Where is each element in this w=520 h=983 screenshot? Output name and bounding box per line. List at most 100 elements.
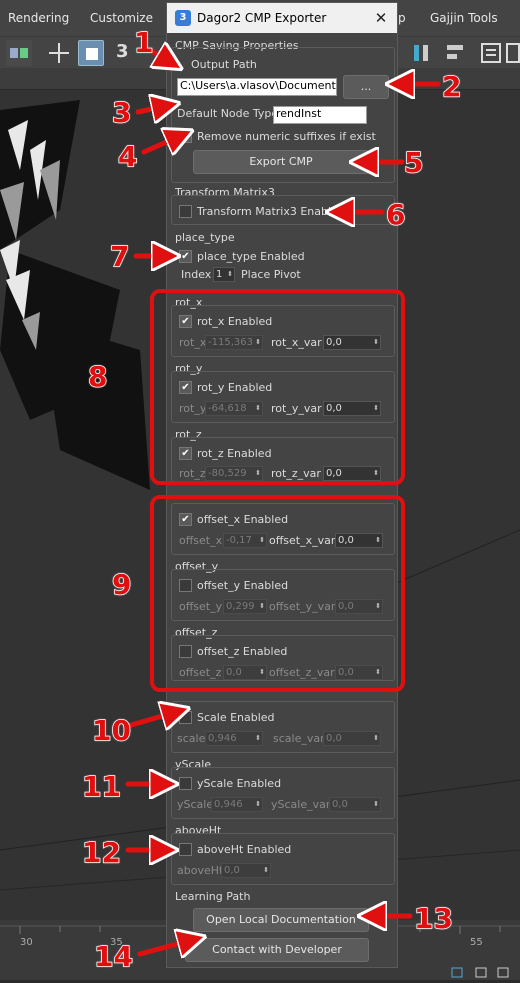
rot-x-field-label: rot_x — [179, 336, 207, 349]
highlight-box-offset — [150, 495, 405, 692]
scene-geometry — [0, 100, 520, 891]
spinner-arrow-icon[interactable]: ⬍ — [259, 668, 265, 676]
offset-y-var-spinner[interactable]: 0,0⬍ — [335, 599, 383, 614]
spinner-arrow-icon[interactable]: ⬍ — [373, 800, 379, 808]
scale-field-label: scale — [177, 732, 206, 745]
node-type-input[interactable]: rendInst — [273, 106, 367, 124]
offset-y-spinner[interactable]: 0,299⬍ — [223, 599, 267, 614]
spinner-arrow-icon[interactable]: ⬍ — [259, 536, 265, 544]
place-type-checkbox[interactable]: ✔ — [179, 250, 192, 263]
transform-enabled-label: Transform Matrix3 Enabled — [197, 205, 345, 218]
rot-y-var-spinner[interactable]: 0,0 ⬍ — [323, 401, 381, 416]
spinner-arrow-icon[interactable]: ⬍ — [263, 866, 269, 874]
default-node-type-label: Default Node Type — [177, 107, 279, 120]
cmp-group-title: CMP Saving Properties — [175, 39, 299, 52]
aboveht-spinner[interactable]: 0,0⬍ — [221, 863, 271, 878]
spinner-arrow-icon[interactable]: ⬍ — [373, 469, 379, 477]
annotation-number: 5 — [403, 145, 424, 180]
offset-z-spinner[interactable]: 0,0⬍ — [223, 665, 267, 680]
layer-list-icon[interactable] — [478, 40, 504, 66]
scale-checkbox[interactable] — [179, 711, 192, 724]
annotation-number: 4 — [117, 139, 138, 174]
aboveht-checkbox[interactable] — [179, 843, 192, 856]
spinner-arrow-icon[interactable]: ⬍ — [255, 338, 261, 346]
offset-x-group — [171, 503, 395, 555]
place-pivot-label: Place Pivot — [241, 268, 301, 281]
table-icon[interactable] — [506, 40, 520, 66]
spinner-arrow-icon[interactable]: ⬍ — [259, 602, 265, 610]
rot-y-enabled-label: rot_y Enabled — [197, 381, 273, 394]
move-icon[interactable] — [46, 40, 72, 66]
mirror-icon[interactable] — [408, 40, 434, 66]
spinner-arrow-icon[interactable]: ⬍ — [373, 404, 379, 412]
index-spinner[interactable]: 1⬍ — [213, 267, 235, 282]
scale-var-label: scale_var — [273, 732, 325, 745]
rot-x-var-label: rot_x_var — [271, 336, 322, 349]
output-path-input[interactable]: C:\Users\a.vlasov\Documents\ — [177, 78, 337, 96]
place-type-group-title: place_type — [175, 231, 235, 244]
rot-z-spinner[interactable]: -80,529⬍ — [205, 466, 263, 481]
scale-enabled-label: Scale Enabled — [197, 711, 275, 724]
rot-y-spinner[interactable]: -64,618⬍ — [205, 401, 263, 416]
transform-group — [171, 195, 395, 225]
rot-x-spinner[interactable]: -115,363⬍ — [205, 335, 263, 350]
playback-controls[interactable] — [450, 966, 510, 978]
offset-z-var-spinner[interactable]: 0,0 ⬍ — [335, 665, 383, 680]
spinner-arrow-icon[interactable]: ⬍ — [373, 338, 379, 346]
offset-x-spinner[interactable]: -0,17⬍ — [223, 533, 267, 548]
offset-x-checkbox[interactable]: ✔ — [179, 513, 192, 526]
cmp-exporter-dialog: 3 Dagor2 CMP Exporter ✕ CMP Saving Prope… — [166, 2, 398, 968]
rot-y-checkbox[interactable]: ✔ — [179, 381, 192, 394]
yscale-checkbox[interactable] — [179, 777, 192, 790]
menu-partial[interactable]: p — [398, 11, 406, 25]
offset-y-field-label: offset_y — [179, 600, 223, 613]
export-cmp-button[interactable]: Export CMP — [193, 150, 369, 174]
snap-3d-label[interactable]: 3 — [116, 41, 129, 62]
spinner-arrow-icon[interactable]: ⬍ — [375, 668, 381, 676]
spinner-arrow-icon[interactable]: ⬍ — [255, 469, 261, 477]
link-icon[interactable] — [6, 40, 32, 66]
menu-gajjin-tools[interactable]: Gajjin Tools — [430, 11, 498, 25]
menu-customize[interactable]: Customize — [90, 11, 153, 25]
spinner-arrow-icon[interactable]: ⬍ — [375, 536, 381, 544]
yscale-spinner[interactable]: 0,946⬍ — [211, 797, 263, 812]
offset-z-field-label: offset_z — [179, 666, 222, 679]
spinner-arrow-icon[interactable]: ⬍ — [255, 404, 261, 412]
place-type-enabled-label: place_type Enabled — [197, 250, 305, 263]
spinner-arrow-icon[interactable]: ⬍ — [255, 800, 261, 808]
offset-x-var-spinner[interactable]: 0,0⬍ — [335, 533, 383, 548]
contact-developer-button[interactable]: Contact with Developer — [185, 938, 369, 962]
scale-spinner[interactable]: 0,946⬍ — [205, 731, 263, 746]
rot-y-var-label: rot_y_var — [271, 402, 322, 415]
spinner-arrow-icon[interactable]: ⬍ — [373, 734, 379, 742]
annotation-number: 3 — [111, 95, 132, 130]
rot-x-checkbox[interactable]: ✔ — [179, 315, 192, 328]
rot-x-value: -115,363 — [208, 337, 253, 348]
index-value: 1 — [216, 269, 223, 280]
rot-z-checkbox[interactable]: ✔ — [179, 447, 192, 460]
offset-y-checkbox[interactable] — [179, 579, 192, 592]
yscale-enabled-label: yScale Enabled — [197, 777, 282, 790]
spinner-arrow-icon[interactable]: ⬍ — [227, 270, 233, 278]
align-icon[interactable] — [442, 40, 468, 66]
offset-z-var-value: 0,0 — [338, 667, 354, 678]
offset-z-checkbox[interactable] — [179, 645, 192, 658]
rot-z-var-spinner[interactable]: 0,0⬍ — [323, 466, 381, 481]
rot-x-var-spinner[interactable]: 0,0⬍ — [323, 335, 381, 350]
menu-rendering[interactable]: Rendering — [8, 11, 70, 25]
rot-x-group — [171, 305, 395, 357]
select-object-icon[interactable] — [78, 40, 104, 66]
offset-y-enabled-label: offset_y Enabled — [197, 579, 289, 592]
offset-z-enabled-label: offset_z Enabled — [197, 645, 288, 658]
dialog-titlebar[interactable]: 3 Dagor2 CMP Exporter ✕ — [167, 3, 397, 33]
transform-checkbox[interactable] — [179, 205, 192, 218]
scale-var-spinner[interactable]: 0,0⬍ — [323, 731, 381, 746]
spinner-arrow-icon[interactable]: ⬍ — [255, 734, 261, 742]
open-docs-button[interactable]: Open Local Documentation — [193, 908, 369, 932]
close-button[interactable]: ✕ — [374, 9, 388, 27]
spinner-arrow-icon[interactable]: ⬍ — [375, 602, 381, 610]
rot-y-var-value: 0,0 — [326, 403, 342, 414]
browse-button[interactable]: ... — [343, 75, 389, 99]
remove-suffix-checkbox[interactable]: ✔ — [179, 130, 192, 143]
yscale-var-spinner[interactable]: 0,0⬍ — [329, 797, 381, 812]
